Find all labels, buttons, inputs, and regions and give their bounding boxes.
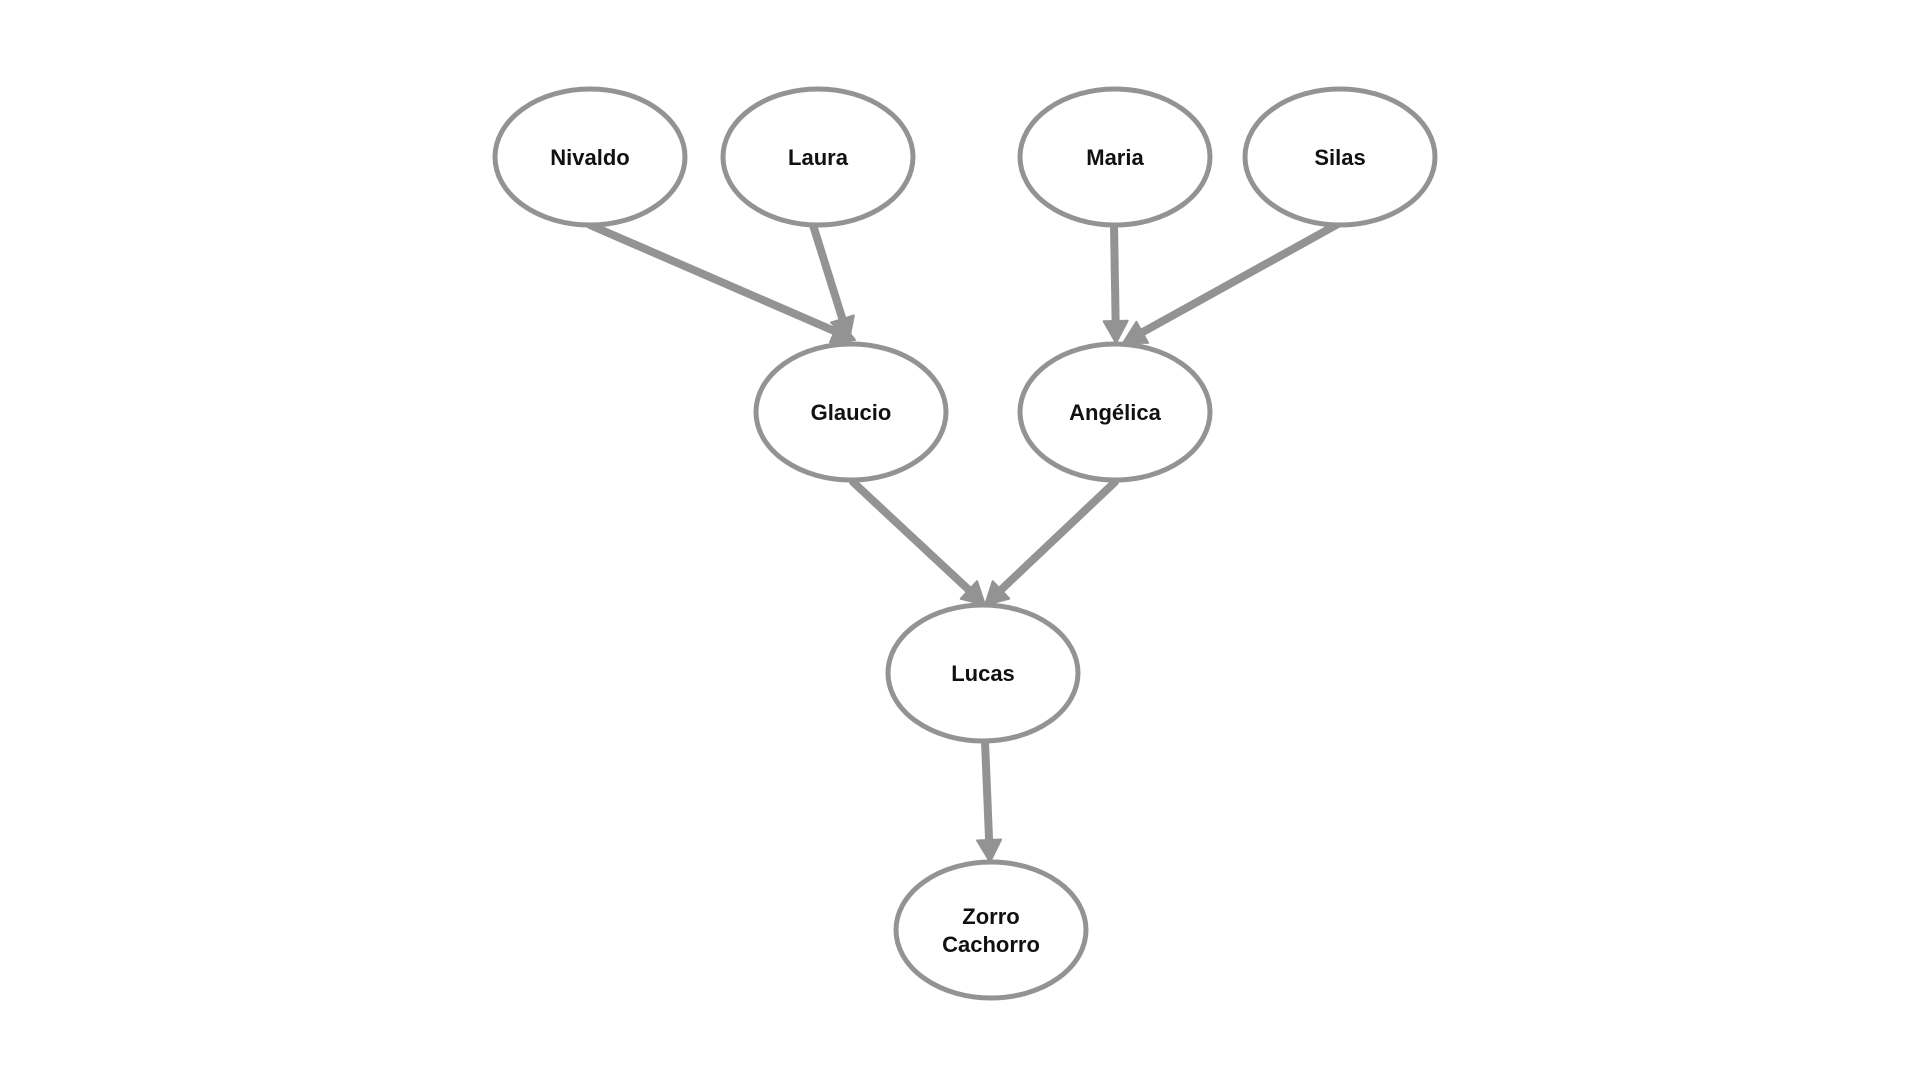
edge-laura-to-glaucio <box>809 221 855 341</box>
edge-silas-to-angelica <box>1122 220 1342 344</box>
edge-line <box>586 221 843 337</box>
edge-line <box>994 478 1119 597</box>
node-maria: Maria <box>1017 86 1213 228</box>
edge-line <box>981 738 994 849</box>
node-ellipse <box>753 341 949 483</box>
node-ellipse <box>885 602 1081 744</box>
edge-line <box>1134 220 1342 339</box>
arrowhead-icon <box>829 314 855 341</box>
edge-lucas-to-zorro <box>976 738 1003 863</box>
node-label: Silas <box>1314 145 1365 170</box>
node-ellipse <box>492 86 688 228</box>
arrowhead-icon <box>984 580 1011 606</box>
node-silas: Silas <box>1242 86 1438 228</box>
node-ellipse <box>1017 86 1213 228</box>
node-ellipse <box>1242 86 1438 228</box>
node-ellipse <box>1017 341 1213 483</box>
node-ellipse <box>720 86 916 228</box>
arrowhead-icon <box>976 838 1003 863</box>
node-label: Lucas <box>951 661 1015 686</box>
edge-line <box>809 221 848 327</box>
edge-line <box>849 478 976 597</box>
arrowhead-icon <box>959 580 986 606</box>
edge-glaucio-to-lucas <box>849 478 986 606</box>
edge-line <box>1110 221 1120 330</box>
node-glaucio: Glaucio <box>753 341 949 483</box>
node-lucas: Lucas <box>885 602 1081 744</box>
node-label: Glaucio <box>811 400 892 425</box>
node-laura: Laura <box>720 86 916 228</box>
node-label: Laura <box>788 145 849 170</box>
arrowhead-icon <box>1102 319 1129 344</box>
node-angelica: Angélica <box>1017 341 1213 483</box>
arrowhead-icon <box>1122 320 1150 344</box>
node-ellipse <box>893 859 1089 1001</box>
node-label: Angélica <box>1069 400 1161 425</box>
node-nivaldo: Nivaldo <box>492 86 688 228</box>
edges-layer <box>586 220 1342 863</box>
node-label: Nivaldo <box>550 145 629 170</box>
node-label: Maria <box>1086 145 1144 170</box>
edge-maria-to-angelica <box>1102 221 1129 344</box>
edge-angelica-to-lucas <box>984 478 1119 606</box>
